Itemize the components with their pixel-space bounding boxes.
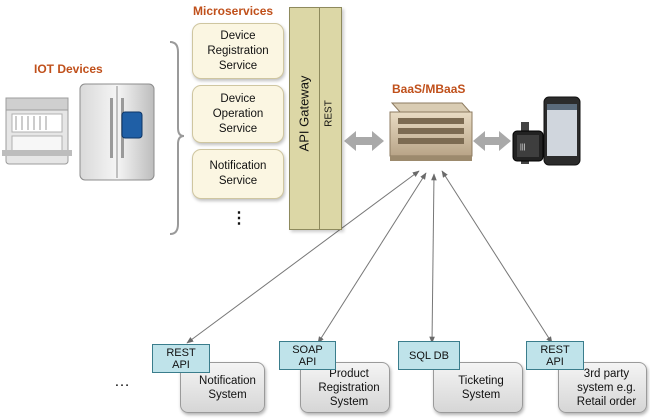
smartphone-icon: [543, 96, 581, 166]
system-line: System: [461, 388, 501, 401]
service-line: Service: [218, 122, 258, 135]
service-notification: Notification Service: [192, 149, 284, 199]
system-line: Registration: [318, 381, 380, 394]
service-line: Notification: [209, 160, 267, 172]
system-line: Product: [329, 367, 369, 380]
service-line: Device: [220, 29, 256, 42]
microservices-ellipsis: ⋮: [231, 210, 247, 227]
api-line: REST: [540, 343, 570, 356]
system-line: Retail order: [576, 395, 637, 408]
api-line: SQL DB: [409, 349, 449, 362]
connector-product-registration: [317, 172, 427, 344]
baas-title: BaaS/MBaaS: [392, 82, 466, 96]
service-device-operation: Device Operation Service: [192, 85, 284, 143]
ticketing-system: Ticketing System: [433, 362, 523, 413]
system-line: Ticketing: [458, 374, 504, 387]
gateway-server-arrow: [344, 131, 384, 151]
backends-ellipsis: …: [114, 373, 130, 390]
api-gateway-label: API Gateway: [296, 75, 312, 152]
connector-ticketing: [429, 173, 437, 344]
service-line: Registration: [207, 44, 269, 57]
system-line: system e.g.: [577, 381, 636, 394]
sql-db-badge: SQL DB: [398, 341, 460, 370]
server-icon: [389, 102, 473, 161]
system-line: System: [329, 395, 369, 408]
rest-label: REST: [323, 100, 335, 127]
api-line: API: [298, 355, 317, 368]
rest-api-badge: REST API: [152, 344, 210, 373]
service-line: Device: [220, 92, 256, 105]
system-line: System: [208, 388, 247, 401]
smartwatch-icon: |||: [512, 122, 544, 164]
api-gateway: API Gateway REST: [289, 7, 342, 230]
microservices-brace: [169, 41, 185, 235]
api-line: API: [172, 358, 190, 371]
service-line: Service: [218, 175, 258, 187]
dishwasher-icon: [2, 97, 72, 165]
product-registration-system: Product Registration System: [300, 362, 390, 413]
svg-text:|||: |||: [520, 144, 526, 151]
gateway-divider: [319, 8, 320, 229]
microservices-title: Microservices: [193, 4, 274, 18]
soap-api-badge: SOAP API: [279, 341, 336, 370]
system-line: Notification: [199, 374, 256, 387]
server-devices-arrow: [473, 131, 511, 151]
api-line: REST: [166, 346, 196, 359]
fridge-icon: [79, 83, 155, 181]
service-line: Service: [218, 59, 258, 72]
api-line: API: [546, 355, 564, 368]
system-line: 3rd party: [583, 367, 630, 380]
service-line: Operation: [212, 107, 264, 120]
rest-api-badge: REST API: [526, 341, 584, 370]
service-device-registration: Device Registration Service: [192, 23, 284, 79]
api-line: SOAP: [292, 343, 323, 356]
connector-retail: [441, 170, 553, 344]
iot-devices-title: IOT Devices: [34, 62, 103, 76]
third-party-retail-system: 3rd party system e.g. Retail order: [558, 362, 647, 413]
